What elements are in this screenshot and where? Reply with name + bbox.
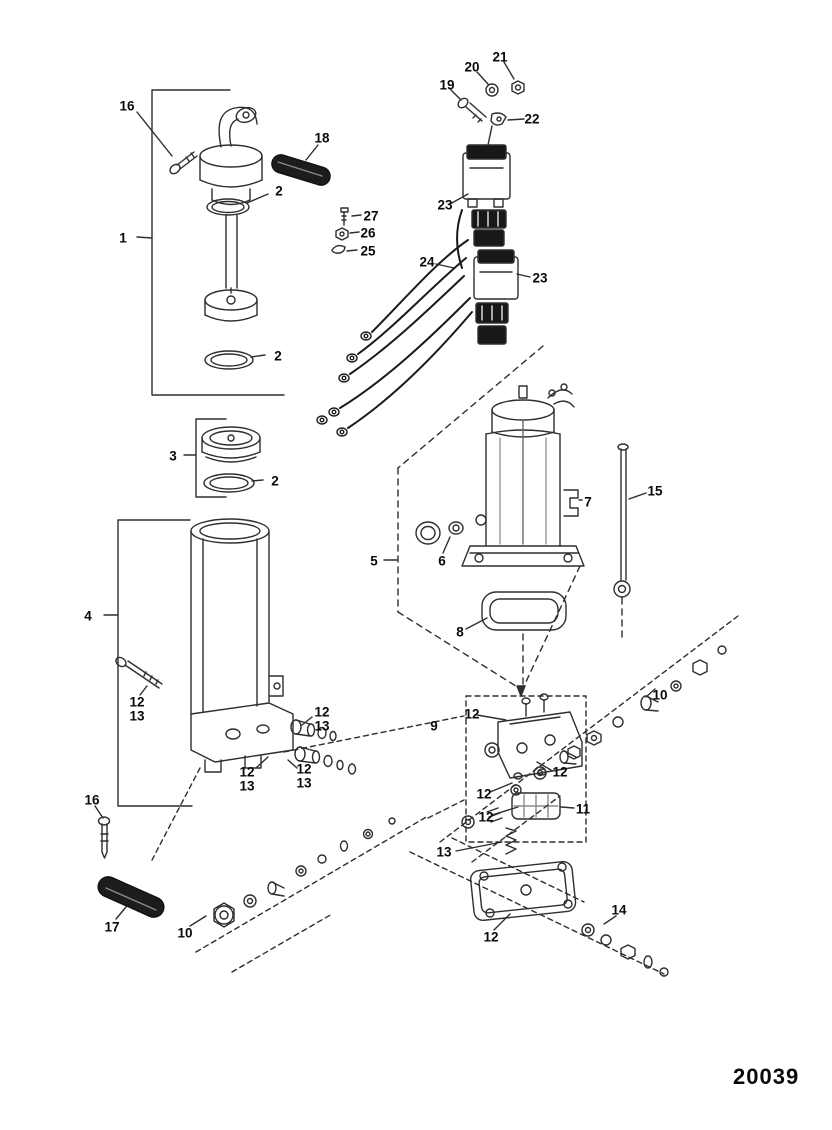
bracket-item-1 bbox=[136, 89, 285, 396]
callout-11: 11 bbox=[575, 801, 591, 817]
motor-envelope-marks bbox=[383, 559, 526, 697]
callout-13: 13 bbox=[296, 775, 312, 791]
callout-9: 9 bbox=[430, 718, 438, 734]
callout-12: 12 bbox=[239, 764, 255, 780]
callout-17: 17 bbox=[104, 919, 120, 935]
callout-16: 16 bbox=[119, 98, 135, 114]
callout-23: 23 bbox=[532, 270, 548, 286]
callout-25: 25 bbox=[360, 243, 376, 259]
callout-10: 10 bbox=[652, 687, 668, 703]
callout-6: 6 bbox=[438, 553, 446, 569]
callout-8: 8 bbox=[456, 624, 464, 640]
callout-2: 2 bbox=[274, 348, 282, 364]
callout-5: 5 bbox=[370, 553, 378, 569]
callout-14: 14 bbox=[611, 902, 627, 918]
callout-12: 12 bbox=[476, 786, 492, 802]
callout-24: 24 bbox=[419, 254, 435, 270]
tilt-rod-15 bbox=[613, 443, 647, 598]
trim-cap-assembly bbox=[136, 106, 269, 370]
callout-23: 23 bbox=[437, 197, 453, 213]
upper-pin-18 bbox=[271, 144, 331, 186]
cylinder-body-4 bbox=[103, 518, 294, 807]
wiring-harness-24 bbox=[316, 209, 473, 437]
seal-strip-right bbox=[439, 615, 739, 863]
callout-22: 22 bbox=[524, 111, 540, 127]
callout-21: 21 bbox=[492, 49, 508, 65]
callout-12: 12 bbox=[314, 704, 330, 720]
callout-20: 20 bbox=[464, 59, 480, 75]
callout-13: 13 bbox=[314, 718, 330, 734]
callout-4: 4 bbox=[84, 608, 92, 624]
callout-16: 16 bbox=[84, 792, 100, 808]
reservoir-plate-assembly bbox=[409, 837, 669, 977]
callout-15: 15 bbox=[647, 483, 663, 499]
relay-stack bbox=[449, 144, 531, 345]
callout-13: 13 bbox=[239, 778, 255, 794]
callout-12: 12 bbox=[483, 929, 499, 945]
callout-1: 1 bbox=[119, 230, 127, 246]
callout-12: 12 bbox=[464, 706, 480, 722]
callout-12: 12 bbox=[478, 809, 494, 825]
lower-pin-17 bbox=[97, 876, 165, 920]
lower-screw-16 bbox=[94, 805, 111, 859]
callout-2: 2 bbox=[271, 473, 279, 489]
callout-12: 12 bbox=[552, 764, 568, 780]
callout-27: 27 bbox=[363, 208, 379, 224]
callout-26: 26 bbox=[360, 225, 376, 241]
piston-assembly-3 bbox=[183, 418, 264, 498]
diagram-part-number: 20039 bbox=[733, 1064, 800, 1089]
small-hardware-25-26-27 bbox=[331, 207, 362, 254]
callout-3: 3 bbox=[169, 448, 177, 464]
callout-13: 13 bbox=[436, 844, 452, 860]
top-hardware bbox=[450, 61, 525, 146]
seal-strip-left bbox=[151, 715, 465, 973]
callout-2: 2 bbox=[275, 183, 283, 199]
callout-19: 19 bbox=[439, 77, 455, 93]
callout-7: 7 bbox=[584, 494, 592, 510]
callout-18: 18 bbox=[314, 130, 330, 146]
motor-envelope-dashed bbox=[397, 345, 623, 689]
pump-motor-assembly bbox=[415, 383, 585, 567]
callout-10: 10 bbox=[177, 925, 193, 941]
manifold-screw-left bbox=[115, 656, 163, 696]
callout-12: 12 bbox=[296, 761, 312, 777]
callout-12: 12 bbox=[129, 694, 145, 710]
gasket-8 bbox=[465, 591, 567, 631]
callout-13: 13 bbox=[129, 708, 145, 724]
